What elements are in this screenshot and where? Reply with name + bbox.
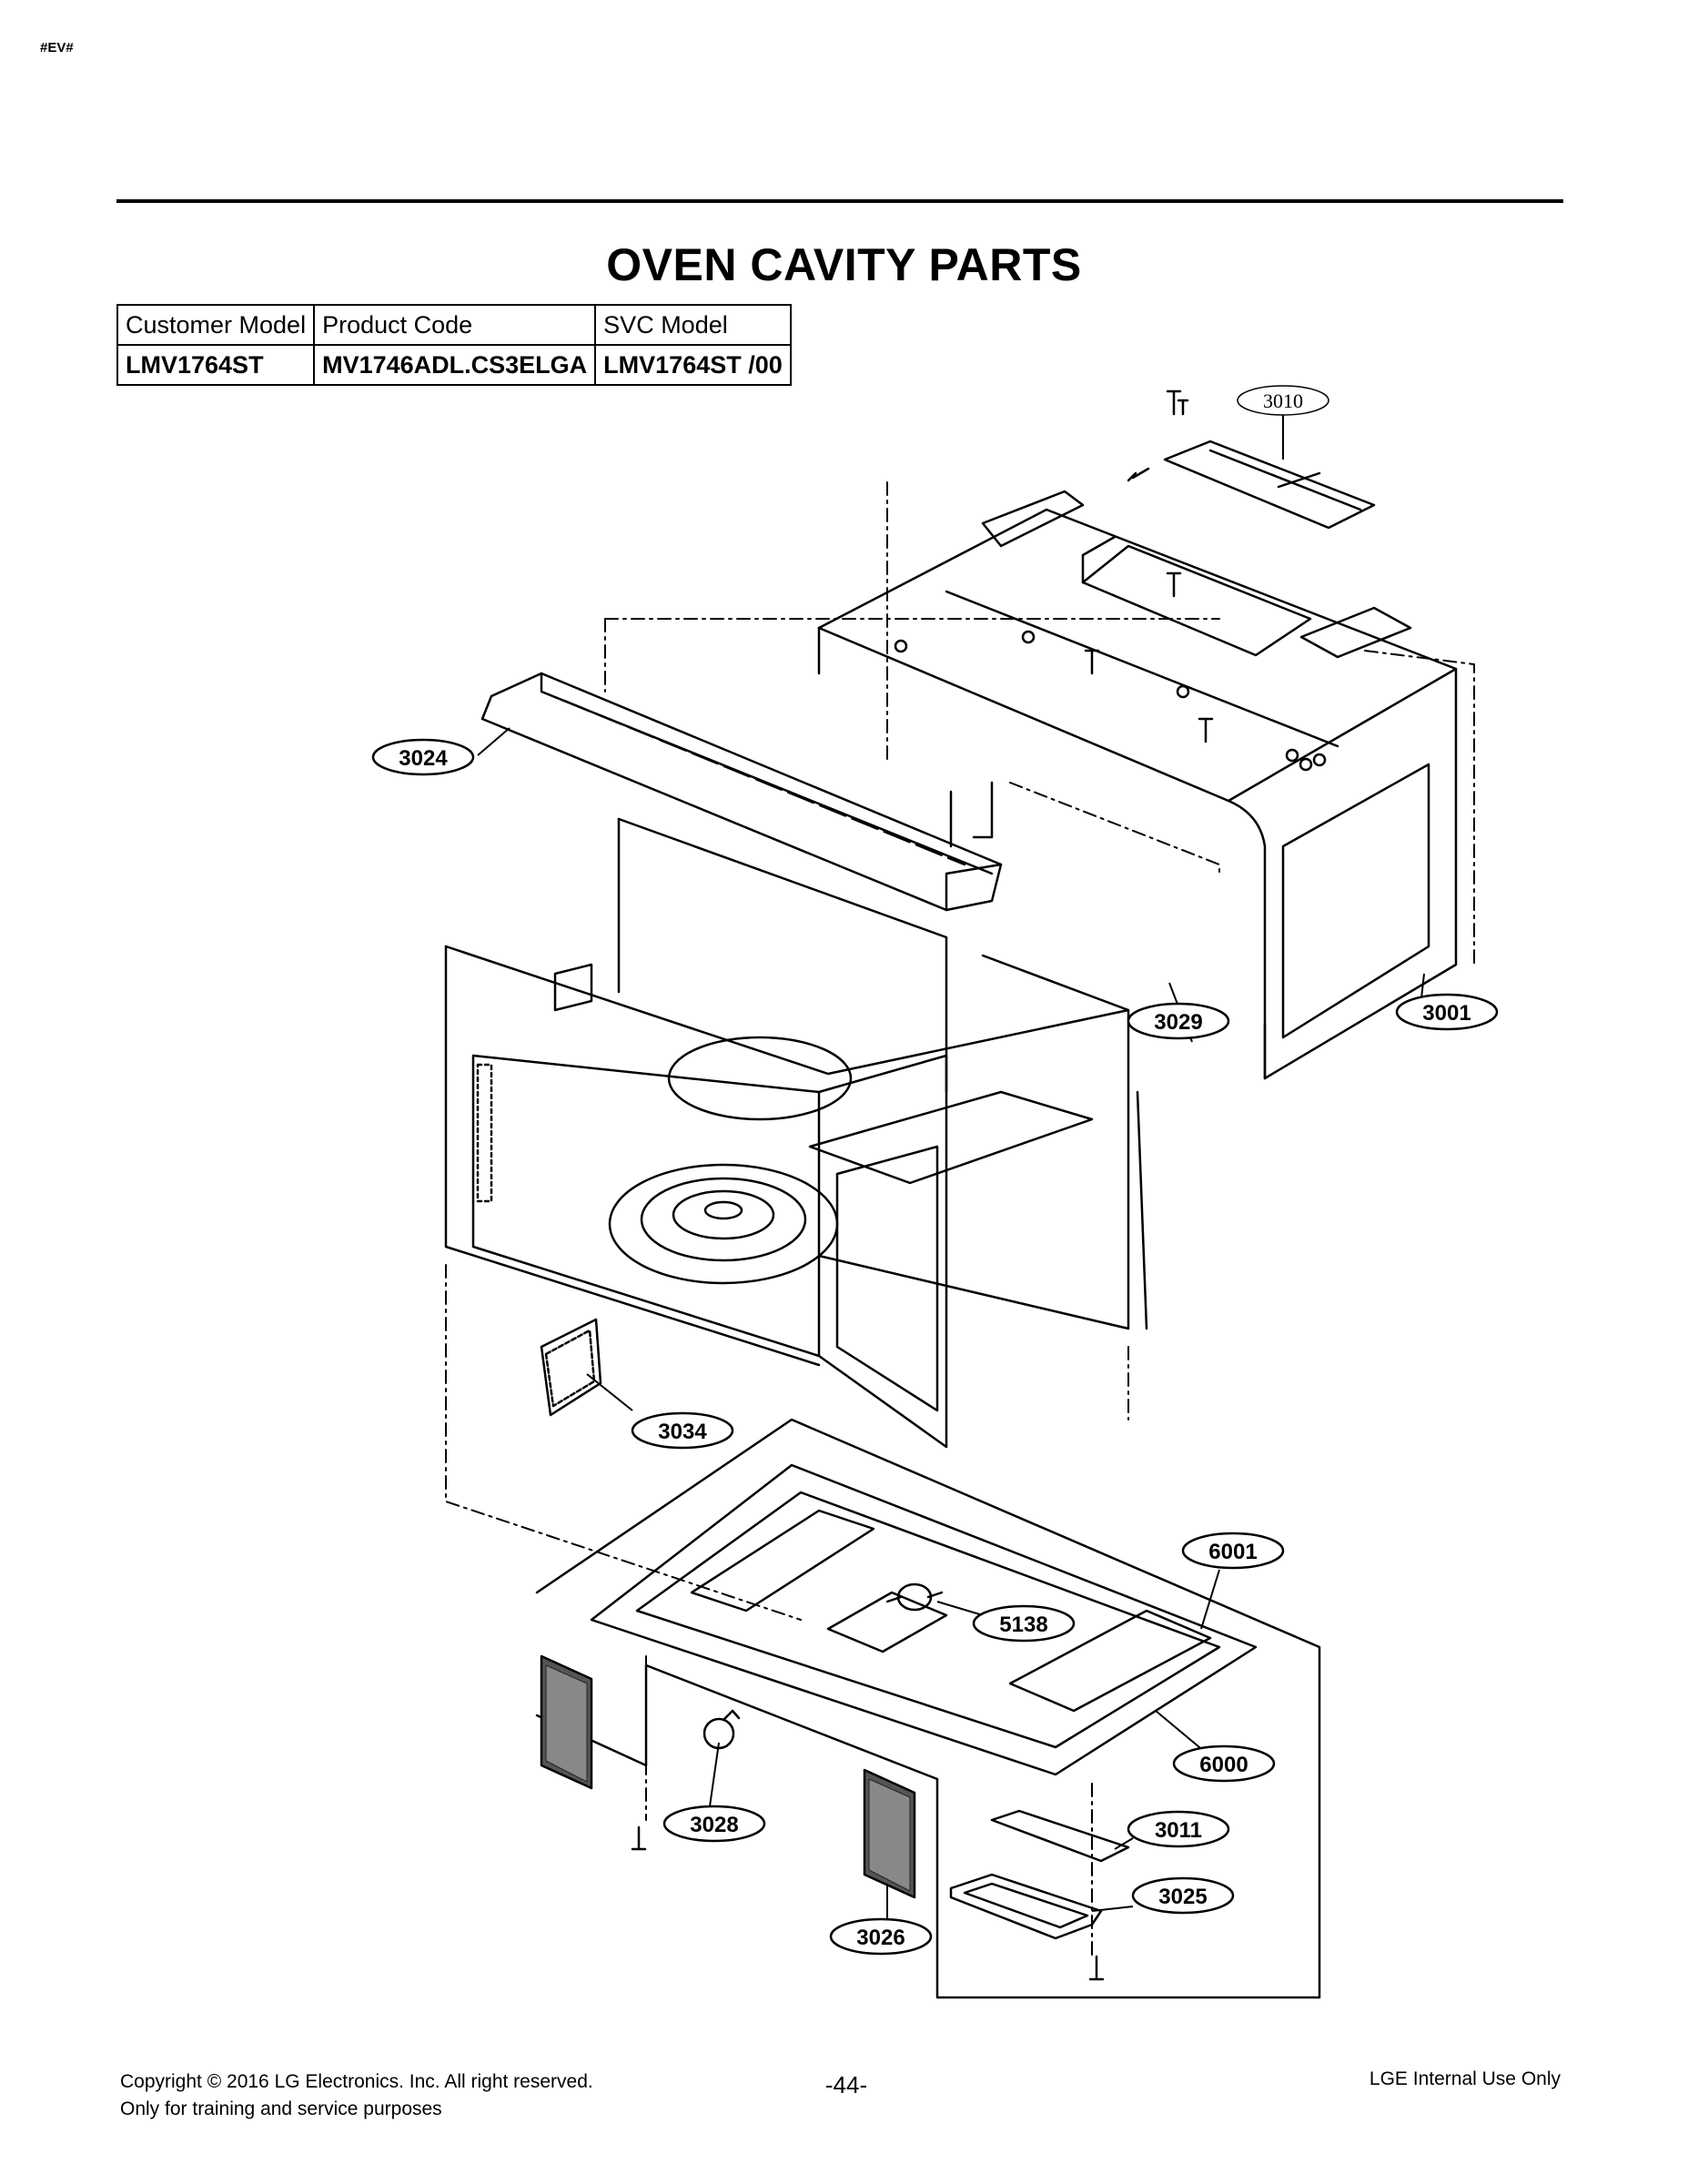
header-product-code: Product Code: [313, 304, 597, 346]
callout-label: 3029: [1154, 1010, 1202, 1035]
waveguide-cover-drawing: [540, 1318, 602, 1417]
top-bracket-drawing: [1163, 399, 1376, 530]
callout-3029: 3029: [1127, 1002, 1230, 1040]
page-title: OVEN CAVITY PARTS: [606, 239, 1082, 290]
cell-product-code: MV1746ADL.CS3ELGA: [313, 344, 597, 386]
callout-3024: 3024: [371, 738, 475, 776]
callout-label: 5138: [999, 1613, 1047, 1637]
callout-3001: 3001: [1395, 993, 1499, 1031]
model-table: Customer Model Product Code SVC Model LM…: [116, 304, 792, 386]
page-number: -44-: [824, 2071, 868, 2098]
model-table-header-row: Customer Model Product Code SVC Model: [116, 304, 792, 346]
assembly-guide-lines: [445, 481, 1475, 1957]
callout-3010: 3010: [1237, 385, 1329, 416]
cavity-frame-drawing: [444, 817, 1148, 1449]
footer-copyright: Copyright © 2016 LG Electronics. Inc. Al…: [120, 2071, 593, 2092]
callout-label: 3025: [1158, 1885, 1207, 1909]
callout-3028: 3028: [662, 1805, 766, 1843]
leader-lines: [477, 405, 1425, 1920]
page-tag: #EV#: [40, 40, 74, 56]
callout-label: 3011: [1155, 1818, 1202, 1843]
screws-drawing: [631, 389, 1214, 1981]
callout-label: 3010: [1263, 389, 1303, 412]
footer-copyright-block: Copyright © 2016 LG Electronics. Inc. Al…: [120, 2068, 593, 2123]
lamp-cover-drawing: [949, 1809, 1130, 1940]
header-svc-model: SVC Model: [594, 304, 792, 346]
callout-3026: 3026: [829, 1917, 933, 1956]
filters-drawing: [540, 1654, 916, 1899]
footer-purpose: Only for training and service purposes: [120, 2098, 442, 2119]
lamp-socket-drawing: [885, 1582, 944, 1612]
callout-label: 3024: [399, 746, 448, 771]
callout-label: 3034: [658, 1420, 707, 1444]
callout-label: 3026: [856, 1926, 905, 1950]
callout-5138: 5138: [972, 1604, 1076, 1643]
callout-3034: 3034: [631, 1411, 734, 1450]
callout-3011: 3011: [1127, 1810, 1230, 1848]
cell-customer-model: LMV1764ST: [116, 344, 316, 386]
outer-case-drawing: [817, 490, 1458, 1080]
cell-svc-model: LMV1764ST /00: [594, 344, 792, 386]
model-table-row: LMV1764ST MV1746ADL.CS3ELGA LMV1764ST /0…: [116, 344, 792, 386]
foot-drawing: [702, 1709, 741, 1750]
callout-6001: 6001: [1181, 1532, 1285, 1570]
callout-label: 6001: [1208, 1540, 1257, 1564]
callout-label: 3028: [690, 1813, 738, 1837]
callout-label: 3001: [1422, 1001, 1471, 1026]
callout-label: 6000: [1199, 1753, 1248, 1777]
callout-6000: 6000: [1172, 1744, 1276, 1783]
footer-notice: LGE Internal Use Only: [1369, 2068, 1561, 2089]
vent-grille-drawing: [480, 672, 1003, 912]
base-plate-drawing: [535, 1418, 1321, 1999]
header-customer-model: Customer Model: [116, 304, 316, 346]
callout-3025: 3025: [1131, 1876, 1235, 1915]
header-rule: [116, 199, 1563, 203]
